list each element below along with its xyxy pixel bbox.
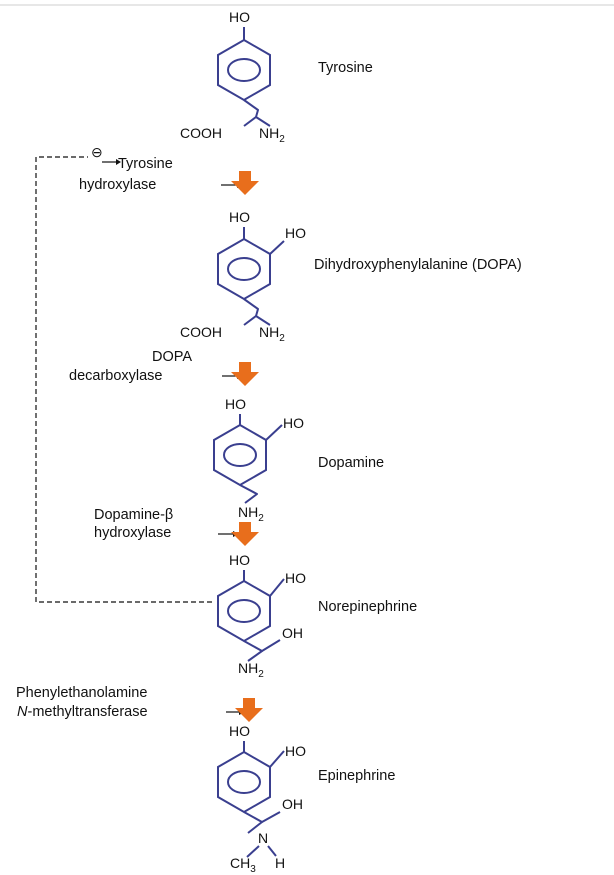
epinephrine-label: Epinephrine <box>318 768 395 784</box>
tyrosine-nh: NH2 <box>259 125 285 145</box>
dopamine-beta-hydroxylase-step: Dopamine-β hydroxylase <box>94 507 259 546</box>
dopa-decarboxylase-step: DOPA decarboxylase <box>69 349 259 386</box>
reaction-arrow-4 <box>235 698 263 722</box>
dbh-label-line2: hydroxylase <box>94 525 171 541</box>
dopa-ho-2: HO <box>285 225 306 241</box>
dopamine-structure: HO HO NH2 Dopamine <box>213 396 384 524</box>
tyrosine-label: Tyrosine <box>318 60 373 76</box>
dopa-decarboxylase-label-line2: decarboxylase <box>69 368 163 384</box>
pnmt-label-line1: Phenylethanolamine <box>16 685 147 701</box>
dopamine-ho-1: HO <box>225 396 246 412</box>
epinephrine-oh: OH <box>282 796 303 812</box>
pnmt-label-line2: N-methyltransferase <box>17 704 148 720</box>
reaction-arrow-3 <box>231 522 259 546</box>
feedback-inhibition-line <box>35 156 212 603</box>
dopa-decarboxylase-label-line1: DOPA <box>152 349 192 365</box>
dopamine-label: Dopamine <box>318 455 384 471</box>
tyrosine-hydroxylase-label-line2: hydroxylase <box>79 177 156 193</box>
dopamine-nh: NH2 <box>238 504 264 524</box>
epinephrine-n: N <box>258 830 268 846</box>
pnmt-label-line2-text: -methyltransferase <box>27 704 147 720</box>
norepinephrine-ho-1: HO <box>229 552 250 568</box>
norepinephrine-structure: HO HO OH NH2 Norepinephrine <box>217 552 417 680</box>
norepinephrine-ho-2: HO <box>285 570 306 586</box>
pnmt-step: Phenylethanolamine N-methyltransferase <box>16 685 263 722</box>
tyrosine-hydroxylase-step: ⊖ Tyrosine hydroxylase <box>79 144 259 195</box>
dopa-structure: HO HO COOH NH2 Dihydroxyphenylalanine (D… <box>180 209 522 344</box>
dopamine-ho-2: HO <box>283 415 304 431</box>
reaction-arrow-1 <box>231 171 259 195</box>
tyrosine-cooh: COOH <box>180 125 222 141</box>
dopa-label: Dihydroxyphenylalanine (DOPA) <box>314 257 522 273</box>
epinephrine-h: H <box>275 855 285 871</box>
norepinephrine-label: Norepinephrine <box>318 599 417 615</box>
tyrosine-structure: HO COOH NH2 Tyrosine <box>180 9 373 145</box>
norepinephrine-oh: OH <box>282 625 303 641</box>
epinephrine-ho-2: HO <box>285 743 306 759</box>
dopa-ho-1: HO <box>229 209 250 225</box>
reaction-arrow-2 <box>231 362 259 386</box>
dopa-nh: NH2 <box>259 324 285 344</box>
inhibition-symbol: ⊖ <box>91 144 103 160</box>
epinephrine-ch3: CH3 <box>230 855 256 875</box>
dbh-label-line1: Dopamine-β <box>94 507 173 523</box>
norepinephrine-nh: NH2 <box>238 660 264 680</box>
tyrosine-hydroxylase-label-line1: Tyrosine <box>118 156 173 172</box>
dopa-cooh: COOH <box>180 324 222 340</box>
epinephrine-structure: HO HO OH N CH3 H Epinephrine <box>217 723 395 875</box>
epinephrine-ho-1: HO <box>229 723 250 739</box>
tyrosine-ho: HO <box>229 9 250 25</box>
